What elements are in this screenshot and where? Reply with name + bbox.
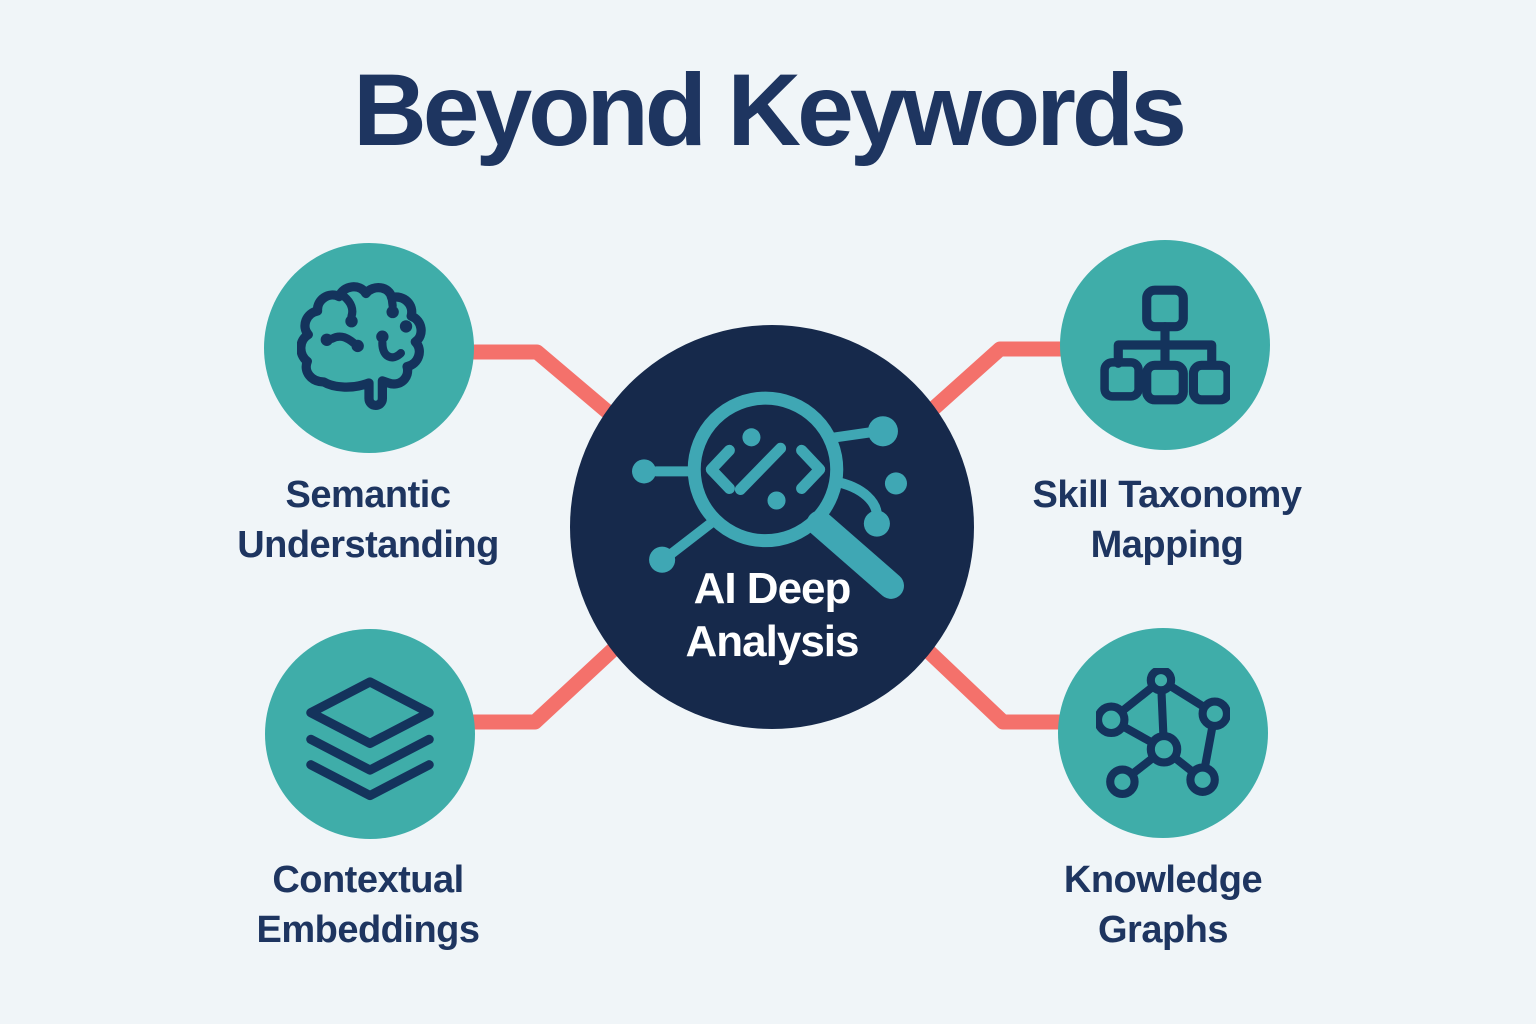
graph-node-bottom-right — [1186, 763, 1219, 796]
node-circle-contextual-embeddings — [265, 629, 475, 839]
label-line: Mapping — [1090, 524, 1244, 567]
code-magnifier-network-icon — [632, 391, 907, 599]
node-circle-skill-taxonomy-mapping — [1060, 240, 1270, 450]
brain-circuit-hook — [378, 338, 405, 362]
label-line: Embeddings — [256, 909, 480, 952]
label-line: Knowledge — [1063, 859, 1263, 901]
network-graph-icon — [1096, 668, 1230, 798]
hub-circle-ai-deep-analysis: AI Deep Analysis — [570, 325, 974, 729]
layers-middle — [306, 734, 434, 775]
brain-circuit-topright-dot — [386, 305, 399, 319]
brain-circuit-upper-dot — [399, 320, 413, 333]
code-chevron-left — [705, 444, 735, 494]
org-bottom-box-right — [1188, 360, 1230, 405]
hub-label-line2: Analysis — [685, 616, 860, 666]
label-line: Semantic — [285, 474, 451, 516]
graph-node-top — [1146, 668, 1176, 695]
brain-circuit-top — [340, 292, 357, 321]
branch-right-curve-dot — [863, 510, 890, 537]
graph-node-center — [1146, 731, 1182, 767]
label-line: Understanding — [237, 524, 499, 567]
code-dot-top — [742, 428, 761, 447]
node-circle-knowledge-graphs — [1058, 628, 1268, 838]
code-dot-bottom — [767, 491, 786, 510]
connector-top-right — [927, 341, 1068, 415]
branch-left-dot — [632, 459, 657, 484]
code-slash — [734, 442, 787, 495]
layers-bottom — [306, 760, 434, 801]
label-knowledge-graphs: Knowledge Graphs — [913, 855, 1413, 955]
layers-top — [306, 677, 434, 749]
hub-label: AI Deep Analysis — [570, 563, 974, 669]
page-title: Beyond Keywords — [353, 53, 1187, 167]
graph-node-left — [1096, 702, 1129, 738]
org-bottom-box-center — [1142, 360, 1188, 405]
label-contextual-embeddings: Contextual Embeddings — [118, 855, 618, 955]
org-top-box — [1142, 285, 1188, 332]
code-chevron-right — [796, 444, 826, 494]
connector-top-left — [466, 344, 614, 419]
branch-lower-left — [665, 515, 720, 560]
branch-right-dot — [884, 472, 907, 495]
brain-circuit-mid-dot — [351, 339, 364, 353]
hub-label-line1: AI Deep — [693, 564, 852, 613]
org-connector-lines — [1113, 322, 1217, 368]
label-semantic-understanding: Semantic Understanding — [118, 470, 618, 570]
graph-edges — [1107, 676, 1219, 786]
node-circle-semantic-understanding — [264, 243, 474, 453]
branch-upper-right-dot — [867, 416, 898, 447]
brain-icon — [297, 282, 426, 410]
graph-node-right — [1198, 697, 1230, 730]
graph-node-bottom-left — [1106, 765, 1139, 798]
label-line: Contextual — [272, 859, 464, 901]
label-line: Graphs — [1097, 909, 1229, 952]
brain-circuit-right-dot — [376, 330, 389, 343]
branch-lower-left-dot — [649, 546, 676, 573]
label-skill-taxonomy-mapping: Skill Taxonomy Mapping — [917, 470, 1417, 570]
connector-bottom-left — [466, 639, 624, 730]
label-line: Skill Taxonomy — [1032, 474, 1302, 516]
magnifier-lens — [687, 391, 844, 548]
brain-circuit-topright — [387, 293, 397, 310]
org-bottom-box-left — [1100, 358, 1143, 401]
brain-circuit-top-dot — [345, 315, 358, 328]
org-chart-icon — [1100, 285, 1230, 405]
brain-circuit-left-line — [327, 332, 358, 347]
connector-bottom-right — [918, 641, 1070, 730]
magnifier-handle — [806, 510, 904, 599]
layers-icon — [306, 677, 434, 801]
